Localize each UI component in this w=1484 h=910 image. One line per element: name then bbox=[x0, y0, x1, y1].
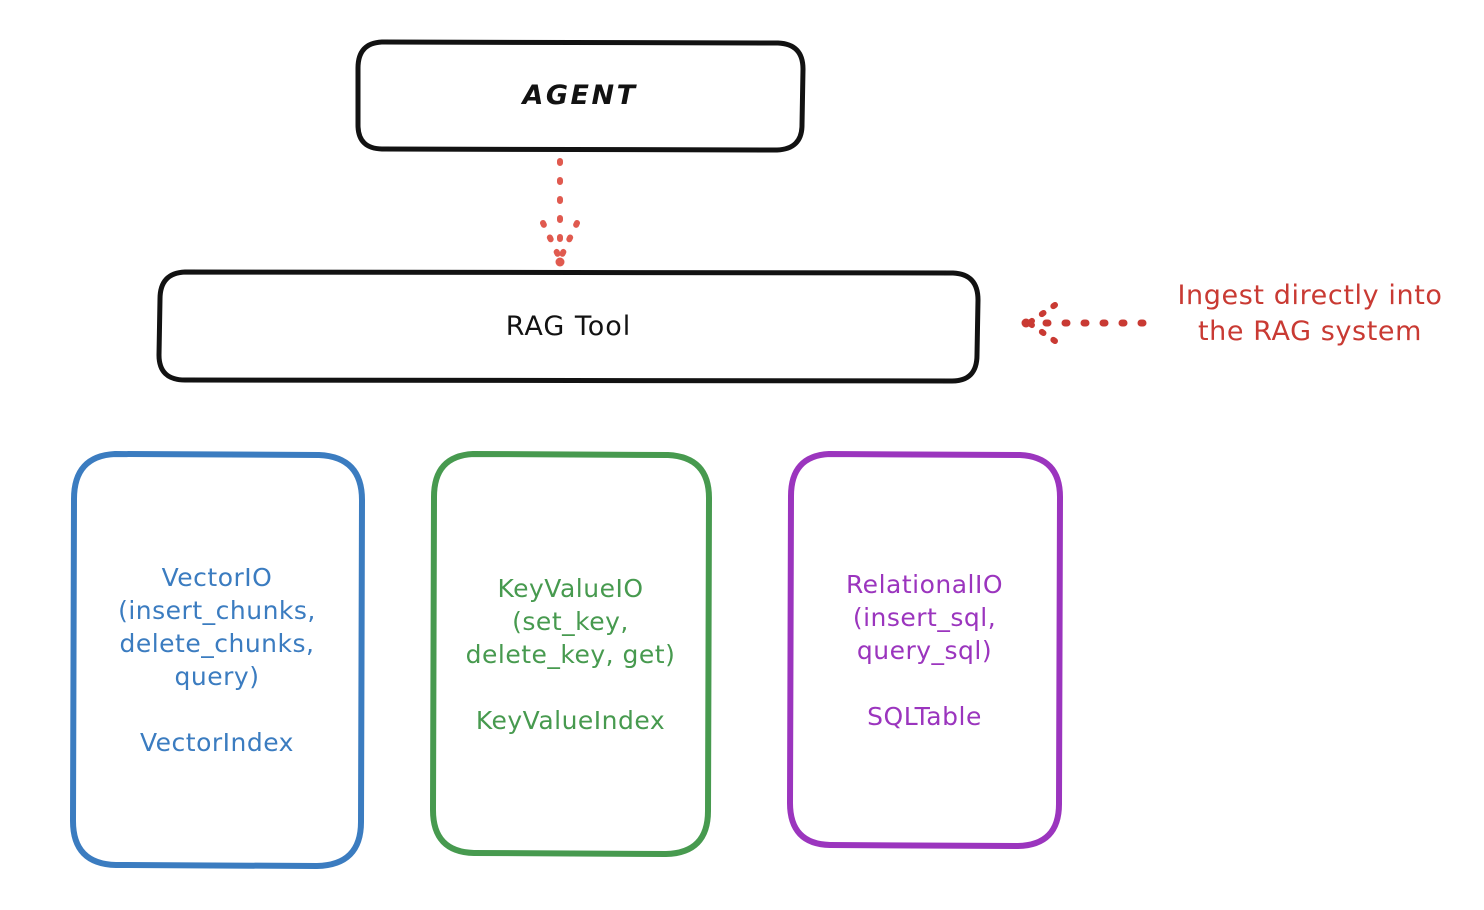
connector-agent-to-rag-tool bbox=[540, 158, 580, 267]
node-agent-label: AGENT bbox=[522, 79, 638, 111]
node-rag-tool[interactable]: RAG Tool bbox=[155, 269, 982, 385]
node-key-value-io-label: KeyValueIO (set_key, delete_key, get) Ke… bbox=[465, 573, 676, 735]
node-agent[interactable]: AGENT bbox=[354, 39, 806, 153]
node-key-value-io[interactable]: KeyValueIO (set_key, delete_key, get) Ke… bbox=[427, 450, 714, 858]
ingest-annotation-arrow-icon bbox=[1021, 302, 1147, 344]
ingest-annotation-text: Ingest directly into the RAG system bbox=[1177, 280, 1443, 348]
node-vector-io[interactable]: VectorIO (insert_chunks, delete_chunks, … bbox=[67, 450, 367, 870]
node-rag-tool-label: RAG Tool bbox=[505, 310, 632, 342]
node-relational-io-label: RelationalIO (insert_sql, query_sql) SQL… bbox=[845, 569, 1004, 731]
node-relational-io[interactable]: RelationalIO (insert_sql, query_sql) SQL… bbox=[784, 450, 1065, 850]
node-vector-io-label: VectorIO (insert_chunks, delete_chunks, … bbox=[118, 563, 316, 757]
